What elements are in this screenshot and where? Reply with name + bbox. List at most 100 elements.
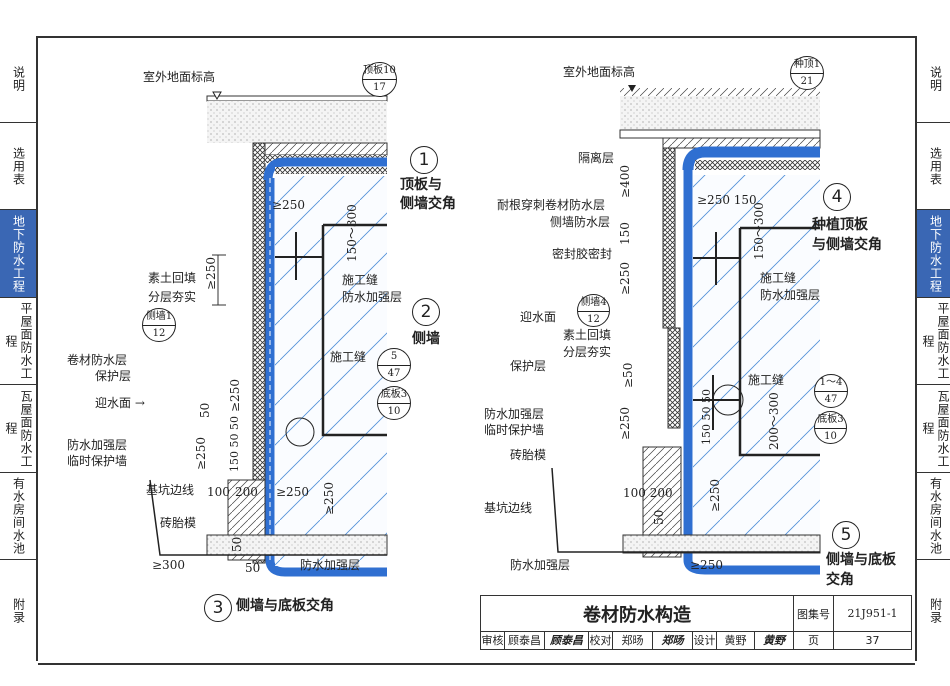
dim: 100: [207, 485, 230, 499]
label-backfill: 素土回填: [148, 271, 197, 285]
tab-selection-table[interactable]: 选用表: [917, 123, 950, 210]
left-detail-graphic: [149, 91, 388, 577]
dim: 150 50 50: [228, 416, 241, 472]
dim: ≥300: [152, 558, 185, 572]
detail-number-3: 3: [204, 594, 232, 622]
label-water-face: 迎水面: [520, 310, 557, 324]
dim: ≥250: [228, 379, 242, 412]
label-membrane: 卷材防水层: [67, 353, 128, 367]
detail-number-5: 5: [832, 521, 860, 549]
detail-title-5b: 交角: [826, 572, 854, 588]
detail-title-1b: 侧墙交角: [400, 196, 456, 212]
check-label: 校对: [589, 631, 613, 649]
dim: 200: [235, 485, 258, 499]
label-pit-edge: 基坑边线: [146, 483, 195, 497]
label-protective-layer: 保护层: [95, 369, 132, 383]
dim: ≥250: [322, 482, 336, 515]
title-block: 卷材防水构造 图集号 21J951-1 审核 顾泰昌 顾泰昌 校对 郑旸 郑旸 …: [480, 595, 912, 650]
dim: ≥250: [276, 485, 309, 499]
label-brick-mold: 砖胎模: [160, 516, 197, 530]
tab-wet-rooms-pools[interactable]: 有水房间水池: [917, 473, 950, 560]
detail-title-4a: 种植顶板: [812, 217, 868, 233]
right-detail-graphic: [551, 85, 821, 575]
dim: ≥250: [204, 257, 218, 290]
dim: 150: [618, 222, 632, 245]
dim: ≥250 150: [697, 193, 757, 207]
atlas-label: 图集号: [794, 596, 834, 631]
designer-name: 黄野: [717, 631, 755, 649]
detail-number-1: 1: [410, 146, 438, 174]
tab-tile-roof[interactable]: 瓦屋面防水工程: [0, 385, 36, 473]
detail-title-5a: 侧墙与底板: [826, 552, 896, 568]
detail-title-1a: 顶板与: [400, 177, 442, 193]
atlas-number: 21J951-1: [847, 607, 898, 620]
label-temporary-wall: 临时保护墙: [484, 423, 545, 437]
tab-underground-waterproofing[interactable]: 地下防水工程: [917, 210, 950, 298]
dim: ≥250: [272, 198, 305, 212]
label-reinforcement-layer: 防水加强层: [342, 290, 403, 304]
label-reinforcement-layer: 防水加强层: [67, 438, 128, 452]
drawing-frame: [38, 36, 915, 665]
dim: ≥250: [708, 479, 722, 512]
detail-number-2: 2: [412, 298, 440, 326]
tab-flat-roof[interactable]: 平屋面防水工程: [0, 298, 36, 385]
dim: ≥250: [618, 407, 632, 440]
label-reinforcement-layer: 防水加强层: [760, 288, 821, 302]
designer-signature: 黄野: [755, 631, 794, 649]
tab-appendix[interactable]: 附录: [928, 597, 943, 624]
tab-notes[interactable]: 说明: [0, 36, 36, 123]
label-pit-edge: 基坑边线: [484, 501, 533, 515]
tab-wet-rooms-pools[interactable]: 有水房间水池: [0, 473, 36, 560]
label-temporary-wall: 临时保护墙: [67, 454, 128, 468]
label-construction-joint: 施工缝: [342, 273, 379, 287]
detail-title-3: 侧墙与底板交角: [236, 598, 334, 614]
tab-tile-roof[interactable]: 瓦屋面防水工程: [917, 385, 950, 473]
dim: 50: [245, 561, 261, 575]
dim: ≥250: [618, 262, 632, 295]
side-tabs-right: 说明 选用表 地下防水工程 平屋面防水工程 瓦屋面防水工程 有水房间水池 附录: [915, 36, 950, 661]
drawing-title: 卷材防水构造: [481, 596, 794, 631]
detail-title-4b: 与侧墙交角: [812, 237, 882, 253]
label-outdoor-grade: 室外地面标高: [563, 65, 636, 79]
tab-notes[interactable]: 说明: [917, 36, 950, 123]
label-brick-mold: 砖胎模: [510, 448, 547, 462]
label-reinforcement-layer: 防水加强层: [484, 407, 545, 421]
review-label: 审核: [481, 631, 505, 649]
label-outdoor-grade: 室外地面标高: [143, 70, 216, 84]
label-sealant: 密封胶密封: [552, 247, 613, 261]
dim: 200～300: [767, 392, 781, 450]
dim: 50: [652, 509, 666, 525]
tab-underground-waterproofing[interactable]: 地下防水工程: [0, 210, 36, 298]
label-construction-joint: 施工缝: [330, 350, 367, 364]
label-compact: 分层夯实: [563, 345, 612, 359]
dim: 50: [230, 536, 244, 552]
page-label: 页: [794, 631, 834, 649]
dim: 150～300: [345, 204, 359, 262]
label-water-face: 迎水面 →: [95, 396, 145, 410]
side-tabs-left: 说明 选用表 地下防水工程 平屋面防水工程 瓦屋面防水工程 有水房间水池 附录: [0, 36, 38, 661]
label-construction-joint: 施工缝: [760, 271, 797, 285]
tab-selection-table[interactable]: 选用表: [0, 123, 36, 210]
label-isolation-layer: 隔离层: [578, 151, 615, 165]
label-backfill: 素土回填: [563, 328, 612, 342]
dim: ≥250: [690, 558, 723, 572]
dim: ≥400: [618, 165, 632, 198]
tab-flat-roof[interactable]: 平屋面防水工程: [917, 298, 950, 385]
reviewer-signature: 顾泰昌: [545, 631, 589, 649]
page-number: 37: [865, 633, 880, 647]
dim: ≥50: [621, 362, 635, 388]
dim: ≥250: [194, 437, 208, 470]
dim: 150～300: [752, 202, 766, 260]
label-reinforcement-layer: 防水加强层: [510, 558, 571, 572]
label-reinforcement-layer: 防水加强层: [300, 558, 361, 572]
tab-appendix[interactable]: 附录: [11, 597, 26, 624]
